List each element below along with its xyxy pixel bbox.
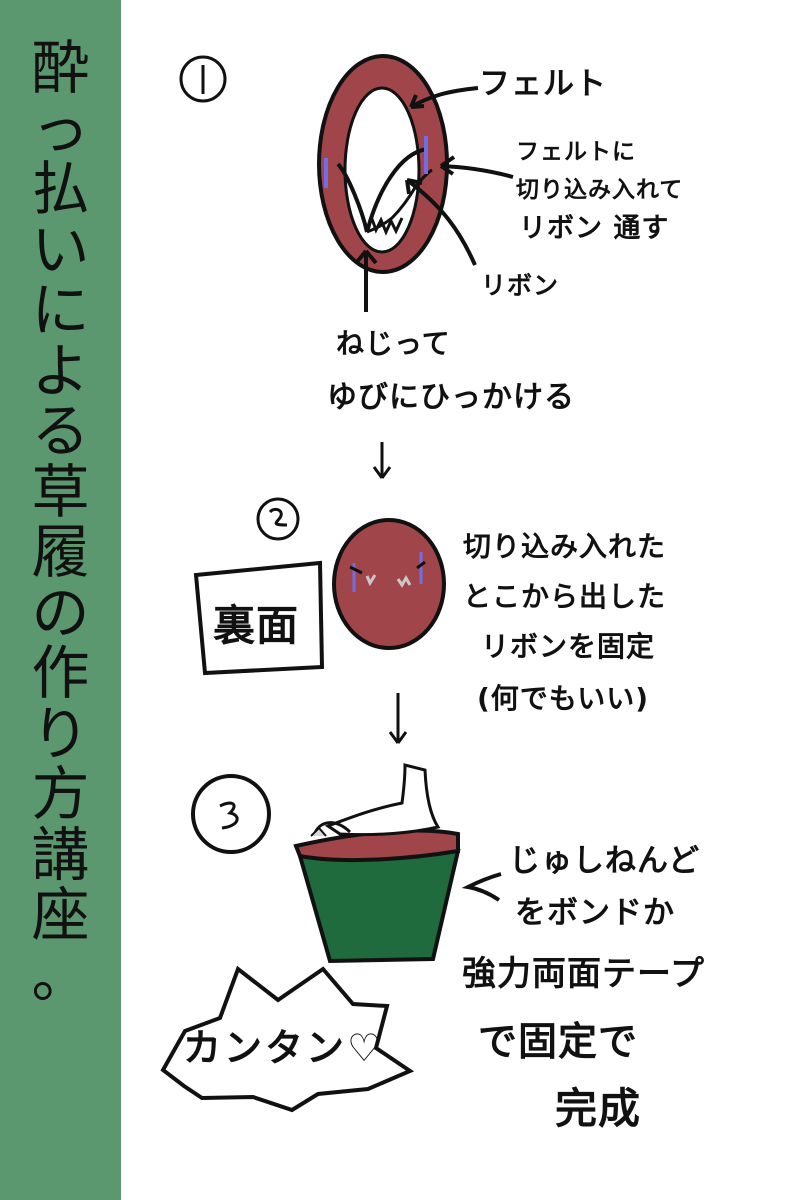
ribbon-right xyxy=(365,147,428,233)
title-character: の xyxy=(31,578,90,647)
toe-strap-knot xyxy=(310,826,327,837)
illustration-canvas: フェルト フェルトに 切り込み入れて リボン 通す リボン ねじって ゆびにひっ… xyxy=(121,0,797,1200)
ribbon-label-arrowhead xyxy=(405,178,423,195)
back-side-label: 裏面 xyxy=(213,601,300,650)
slit-note-arrowhead xyxy=(439,155,456,176)
twist-note-line-1: ねじって xyxy=(336,327,451,360)
title-character: 払 xyxy=(31,155,90,223)
illustration-drawing xyxy=(160,54,514,1113)
title-character: 。 xyxy=(31,941,90,1010)
finished-sandal-sole xyxy=(293,828,460,863)
slit-note-line-2: 切り込み入れて xyxy=(516,177,684,203)
step2-to-step3-arrow xyxy=(388,693,408,744)
title-character: 講 xyxy=(31,820,90,889)
felt-sandal-top-view xyxy=(317,54,449,274)
step1-number-circle xyxy=(179,55,227,103)
step2-number-mark xyxy=(268,507,288,527)
step2-note-line-1: 切り込み入れた xyxy=(463,530,667,563)
title-character: 酔 xyxy=(31,34,90,102)
step3-note-line-3: 強力両面テープ xyxy=(462,954,705,994)
title-character: 作 xyxy=(31,639,90,707)
step3-note-line-2: をボンドか xyxy=(515,895,675,931)
slit-note-line-1: フェルトに xyxy=(516,139,636,165)
twist-note-arrowhead xyxy=(354,249,378,265)
step3-number-circle xyxy=(191,774,271,854)
ribbon-gathered-edge xyxy=(370,216,404,236)
step2-number-circle xyxy=(256,497,300,541)
title-character: 草 xyxy=(31,457,90,526)
title-character: よ xyxy=(31,336,90,405)
felt-label: フェルト xyxy=(479,66,607,102)
title-character: 座 xyxy=(31,881,90,949)
title-character: っ xyxy=(31,94,90,163)
step3-note-line-4: で固定で xyxy=(478,1020,639,1065)
easy-burst-bubble xyxy=(160,965,415,1113)
title-character: 履 xyxy=(31,518,90,586)
easy-burst-label: カンタン♡ xyxy=(183,1026,385,1070)
step1-to-step2-arrow xyxy=(372,442,392,479)
step2-note-line-4: (何でもいい) xyxy=(477,682,650,715)
slit-note-arrow xyxy=(440,164,514,179)
felt-label-arrow xyxy=(409,86,479,109)
step3-note-line-5: 完成 xyxy=(555,1084,642,1133)
ribbon-label: リボン xyxy=(481,271,560,300)
sandal-back-sole xyxy=(332,518,446,650)
step3-note-arrow xyxy=(461,872,502,902)
step3-note-line-1: じゅしねんど xyxy=(509,843,701,879)
title-character: 方 xyxy=(31,760,90,828)
back-ribbon-right-end xyxy=(416,560,426,570)
foot xyxy=(324,763,441,837)
title-character: に xyxy=(31,276,90,344)
finished-sandal-on-bucket xyxy=(293,763,461,964)
step2-note-line-2: とこから出した xyxy=(463,580,667,613)
sandal-back-view xyxy=(332,518,446,650)
felt-label-arrowhead xyxy=(409,94,425,109)
step3-number-mark xyxy=(219,801,239,830)
title-sidebar: 酔っ払いによる草履の作り方講座。 xyxy=(0,0,121,1200)
page-title: 酔っ払いによる草履の作り方講座。 xyxy=(0,38,121,1006)
title-character: り xyxy=(31,699,90,768)
back-side-box xyxy=(193,560,325,676)
ribbon-label-arrow xyxy=(405,178,477,266)
title-character: る xyxy=(31,397,90,465)
slit-note-line-3: リボン 通す xyxy=(519,213,670,244)
ribbon-left xyxy=(336,162,369,233)
clay-bucket xyxy=(297,848,461,964)
step2-note-line-3: リボンを固定 xyxy=(481,630,656,663)
back-ribbon-tape xyxy=(365,574,412,588)
title-character: い xyxy=(31,215,90,284)
felt-opening xyxy=(343,86,421,254)
twist-note-line-2: ゆびにひっかける xyxy=(327,380,575,415)
back-ribbon-left-end xyxy=(349,565,363,575)
